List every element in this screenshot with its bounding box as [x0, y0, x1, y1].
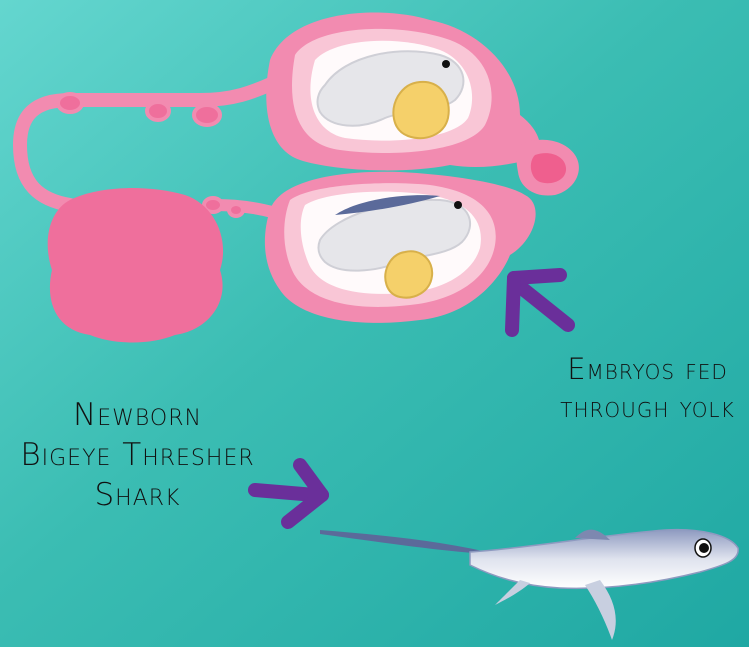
embryo-eye [442, 60, 450, 68]
embryo-eye [454, 201, 462, 209]
newborn-caption-line-2: Bigeye Thresher [0, 435, 275, 475]
newborn-caption: Newborn Bigeye Thresher Shark [0, 395, 275, 515]
embryos-caption-line-2: through yolk [540, 388, 749, 426]
embryos-caption-line-1: Embryos fed [540, 350, 749, 388]
yolk-sac-icon [393, 82, 448, 138]
shark-pupil [699, 543, 709, 553]
embryos-caption: Embryos fed through yolk [540, 350, 749, 426]
ovary-shape [48, 188, 223, 342]
newborn-caption-line-1: Newborn [0, 395, 275, 435]
newborn-caption-line-3: Shark [0, 475, 275, 515]
yolk-sac-icon [385, 251, 432, 297]
